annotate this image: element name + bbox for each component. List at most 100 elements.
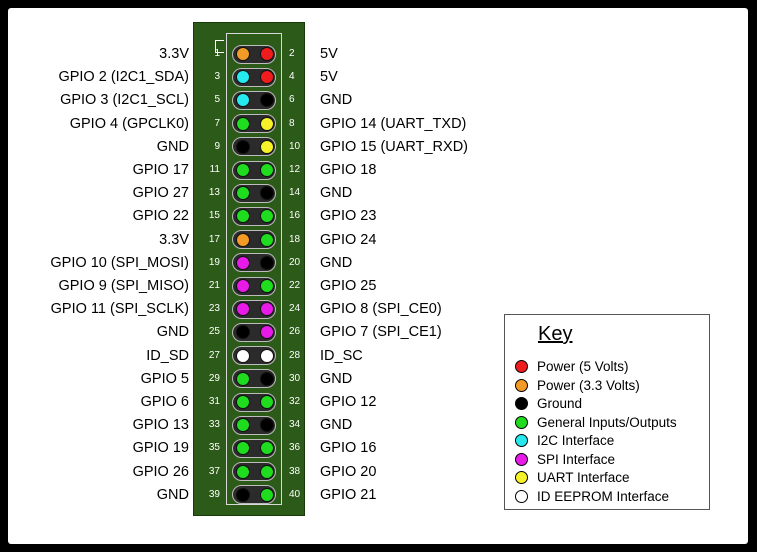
pin-number-left: 33 xyxy=(208,419,220,431)
pin-label-left: GPIO 22 xyxy=(132,208,189,225)
pin-16-dot xyxy=(260,209,274,224)
pin-label-left: GPIO 6 xyxy=(140,394,189,410)
pin-number-left: 37 xyxy=(208,465,220,477)
pin-label-right: GPIO 20 xyxy=(320,463,377,480)
pin-24-dot xyxy=(260,302,274,317)
pin-number-right: 34 xyxy=(289,419,301,431)
pin-number-left: 23 xyxy=(208,303,220,315)
pin-17-dot xyxy=(236,232,250,247)
pin-number-right: 12 xyxy=(289,164,301,175)
pin-1-dot xyxy=(236,47,250,61)
pin-label-right: GPIO 15 (UART_RXD) xyxy=(320,138,468,155)
legend-swatch xyxy=(515,378,528,392)
legend-swatch xyxy=(515,434,528,447)
pin-number-right: 18 xyxy=(289,233,301,245)
pin-25-dot xyxy=(236,325,250,340)
pin-8-dot xyxy=(260,116,274,131)
pin-number-right: 20 xyxy=(289,256,301,268)
pin-number-left: 7 xyxy=(214,117,220,129)
header-outline xyxy=(226,33,282,505)
pin-number-left: 15 xyxy=(208,210,220,222)
pin-14-dot xyxy=(260,186,274,201)
pin-18-dot xyxy=(260,232,274,247)
pin-number-right: 14 xyxy=(289,187,301,199)
pin-label-right: GND xyxy=(320,92,353,109)
pin-28-dot xyxy=(260,348,274,363)
pin-13-dot xyxy=(236,186,250,201)
pin-label-left: GPIO 4 (GPCLK0) xyxy=(69,115,189,132)
legend-swatch xyxy=(515,471,528,484)
pin-number-left: 5 xyxy=(214,94,220,106)
pin1-marker xyxy=(215,40,224,53)
pin-number-left: 25 xyxy=(208,326,220,338)
pin-7-dot xyxy=(236,116,250,131)
pin-label-right: GPIO 21 xyxy=(320,486,377,503)
pin-6-dot xyxy=(260,93,274,108)
pin-label-left: GPIO 26 xyxy=(132,463,189,480)
pin-label-left: GPIO 9 (SPI_MISO) xyxy=(58,278,189,294)
pin-20-dot xyxy=(260,255,274,270)
pin-label-right: GPIO 14 (UART_TXD) xyxy=(320,115,467,132)
legend-label: I2C Interface xyxy=(537,433,615,448)
pin-26-dot xyxy=(260,325,274,340)
pin-number-right: 22 xyxy=(289,280,301,291)
legend-swatch xyxy=(515,397,528,410)
pin-number-left: 27 xyxy=(208,349,220,361)
pin-5-dot xyxy=(236,93,250,108)
pin-4-dot xyxy=(260,70,274,85)
pin-number-left: 3 xyxy=(214,71,220,83)
pin-number-right: 16 xyxy=(289,210,301,222)
pin-11-dot xyxy=(236,163,250,177)
pin-number-left: 39 xyxy=(208,488,220,500)
pin-number-right: 10 xyxy=(289,140,301,152)
pin-21-dot xyxy=(236,279,250,293)
pin-label-left: GPIO 27 xyxy=(132,185,189,202)
pin-label-right: GPIO 18 xyxy=(320,162,377,178)
legend-swatch xyxy=(515,360,528,373)
pin-label-right: GPIO 8 (SPI_CE0) xyxy=(320,301,442,318)
pin-34-dot xyxy=(260,418,274,433)
pin-number-left: 9 xyxy=(214,140,220,152)
pin-31-dot xyxy=(236,395,250,409)
legend-label: SPI Interface xyxy=(537,451,616,467)
pin-number-left: 19 xyxy=(208,256,220,268)
pin-label-left: GPIO 3 (I2C1_SCL) xyxy=(60,92,189,109)
pin-number-right: 6 xyxy=(289,94,295,106)
pin-label-right: GPIO 23 xyxy=(320,208,377,225)
pin-number-left: 21 xyxy=(208,280,220,291)
pin-number-right: 32 xyxy=(289,396,301,407)
pin-27-dot xyxy=(236,348,250,363)
pin-label-right: GND xyxy=(320,417,353,434)
pin-label-right: 5V xyxy=(320,46,338,62)
pin-33-dot xyxy=(236,418,250,433)
legend-label: UART Interface xyxy=(537,470,630,485)
legend-label: Ground xyxy=(537,396,583,411)
legend-title: Key xyxy=(538,323,573,345)
pin-2-dot xyxy=(260,47,274,61)
pin-9-dot xyxy=(236,139,250,154)
legend-label: General Inputs/Outputs xyxy=(537,414,677,430)
pin-label-left: GPIO 10 (SPI_MOSI) xyxy=(50,254,189,271)
pin-number-left: 17 xyxy=(208,233,220,245)
pin-label-left: GND xyxy=(156,324,189,341)
pin-number-right: 38 xyxy=(289,465,301,477)
pin-number-right: 4 xyxy=(289,71,295,83)
pin-label-right: 5V xyxy=(320,69,338,86)
legend-box: Key Power (5 Volts)Power (3.3 Volts)Grou… xyxy=(504,314,710,510)
pin-35-dot xyxy=(236,441,250,456)
pin-label-left: GPIO 19 xyxy=(132,440,189,457)
pin-label-left: ID_SD xyxy=(146,347,189,364)
pin-label-right: GPIO 7 (SPI_CE1) xyxy=(320,324,442,341)
pin-10-dot xyxy=(260,139,274,154)
pin-30-dot xyxy=(260,371,274,386)
pin-label-left: GND xyxy=(156,486,189,503)
pin-label-right: ID_SC xyxy=(320,347,363,364)
pin-37-dot xyxy=(236,464,250,479)
pin-label-right: GND xyxy=(320,254,353,271)
pin-label-left: 3.3V xyxy=(159,231,189,248)
pin-39-dot xyxy=(236,487,250,502)
pin-label-left: GND xyxy=(156,138,189,155)
pin-36-dot xyxy=(260,441,274,456)
pin-label-right: GPIO 12 xyxy=(320,394,377,410)
pin-38-dot xyxy=(260,464,274,479)
